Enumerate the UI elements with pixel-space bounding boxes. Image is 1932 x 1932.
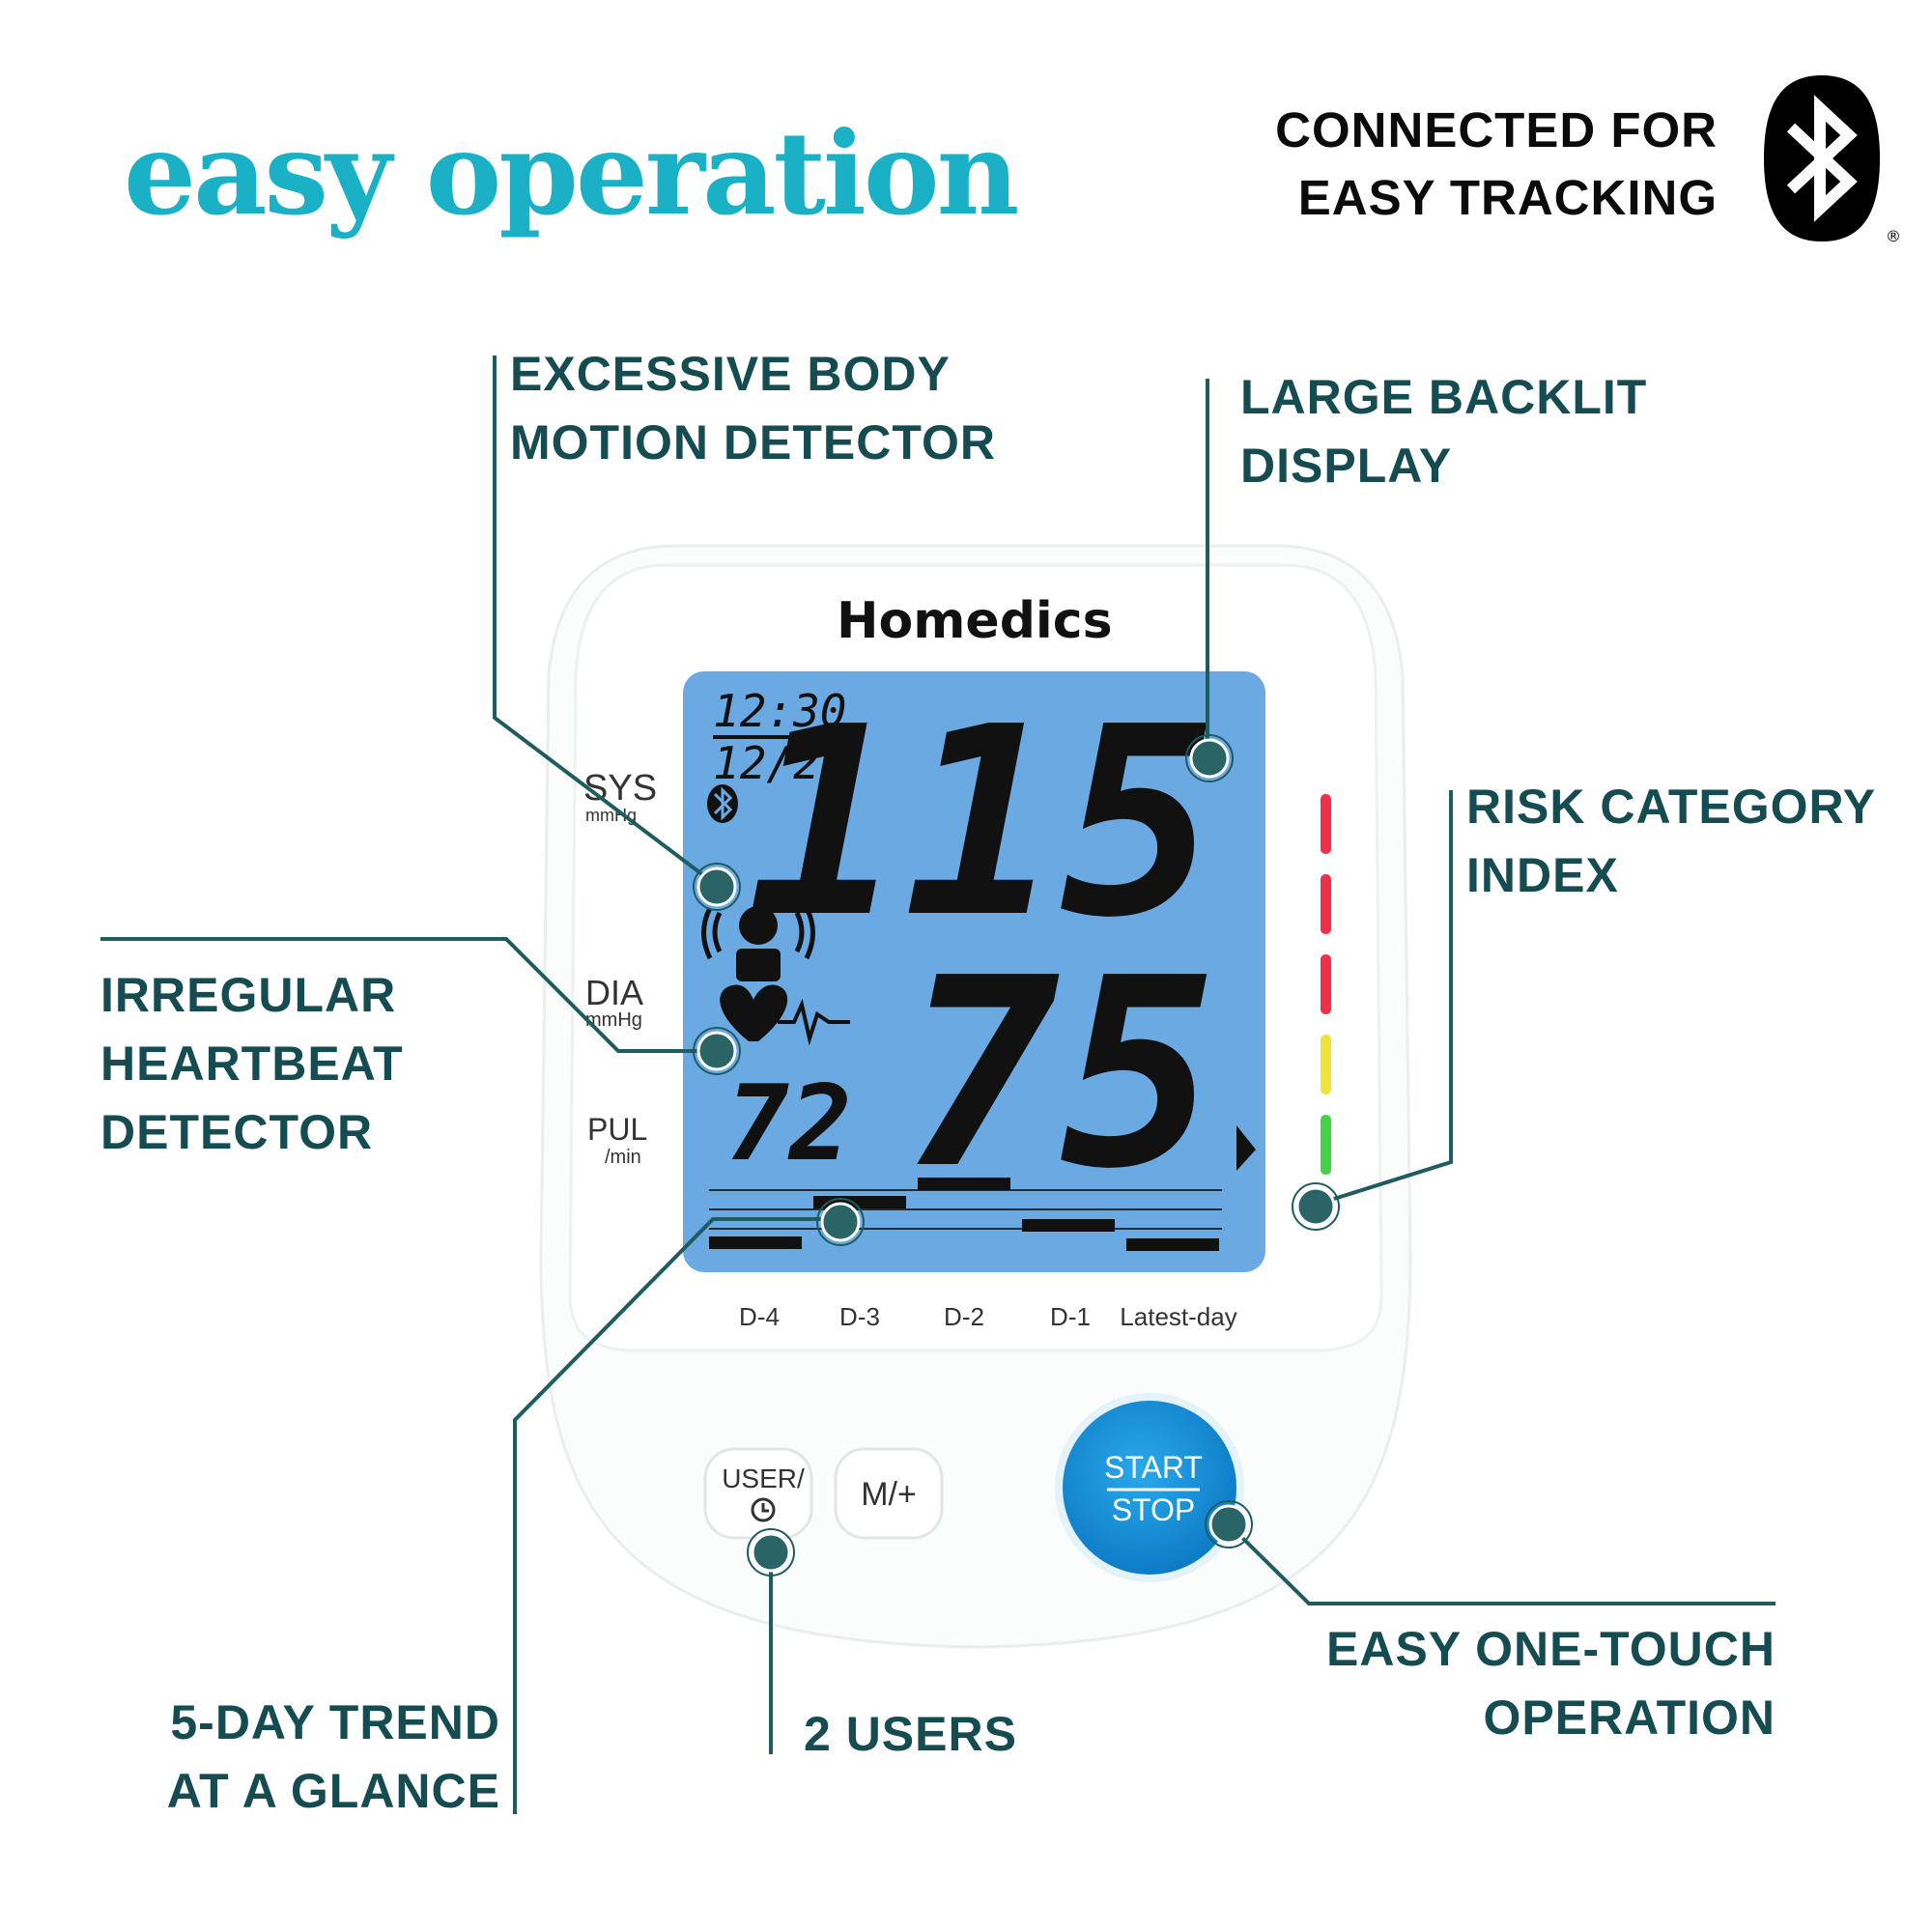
callout-trend-line1: 5-DAY TREND	[170, 1695, 500, 1749]
bluetooth-message: CONNECTED FOR EASY TRACKING	[1275, 97, 1718, 232]
headline: easy operation	[124, 106, 1019, 241]
lcd-screen	[683, 671, 1265, 1272]
lcd-bluetooth-icon	[707, 784, 738, 823]
start-stop-button[interactable]: START STOP	[1055, 1393, 1244, 1582]
trend-bar-d2	[918, 1178, 1010, 1190]
lcd-pulse: 72	[726, 1064, 852, 1184]
risk-bar-5	[1321, 1115, 1331, 1175]
user-button-label: USER/	[722, 1463, 805, 1493]
callout-backlit-line2: DISPLAY	[1240, 439, 1453, 493]
callout-users-line1: 2 USERS	[804, 1707, 1017, 1761]
registered-mark: ®	[1886, 227, 1901, 245]
bluetooth-line1: CONNECTED FOR	[1275, 102, 1718, 157]
callout-trend-line2: AT A GLANCE	[166, 1764, 500, 1818]
pul-unit: /min	[605, 1147, 641, 1168]
lcd-time: 12:30	[713, 685, 846, 737]
lcd-risk-pointer	[1236, 1125, 1256, 1171]
lcd-diastolic: 75	[903, 922, 1217, 1226]
memory-button[interactable]: M/+	[834, 1447, 944, 1540]
dia-label: DIA	[585, 973, 643, 1012]
start-label: START	[1104, 1450, 1203, 1485]
callout-one-touch: EASY ONE-TOUCH OPERATION	[1326, 1615, 1776, 1752]
callout-five-day-trend: 5-DAY TREND AT A GLANCE	[167, 1689, 500, 1826]
callout-heartbeat-line1: IRREGULAR	[100, 968, 397, 1022]
risk-bar-3	[1321, 954, 1331, 1014]
day-label-d3: D-3	[839, 1302, 880, 1331]
risk-bar-4	[1321, 1035, 1331, 1094]
bluetooth-line2: EASY TRACKING	[1297, 170, 1718, 225]
risk-bar-2	[1321, 874, 1331, 934]
callout-two-users: 2 USERS	[804, 1700, 1017, 1769]
day-label-d2: D-2	[944, 1302, 984, 1331]
sys-label: SYS	[583, 768, 657, 809]
callout-risk-index: RISK CATEGORY INDEX	[1466, 773, 1876, 910]
trend-bar-d4	[709, 1236, 802, 1249]
trend-bar-latest	[1126, 1238, 1219, 1251]
callout-onetouch-line2: OPERATION	[1483, 1690, 1776, 1745]
sys-unit: mmHg	[585, 806, 637, 825]
memory-button-label: M/+	[861, 1476, 917, 1513]
callout-heartbeat-line3: DETECTOR	[100, 1105, 374, 1159]
trend-bar-d1	[1022, 1219, 1115, 1232]
callout-backlit-display: LARGE BACKLIT DISPLAY	[1240, 363, 1647, 500]
lcd-date: 12/25	[713, 737, 846, 789]
day-label-latest: Latest-day	[1120, 1302, 1236, 1331]
user-button[interactable]: USER/	[703, 1447, 813, 1540]
callout-backlit-line1: LARGE BACKLIT	[1240, 370, 1648, 424]
bluetooth-icon: ®	[1764, 75, 1901, 245]
body-motion-icon	[701, 906, 815, 981]
callout-motion-line1: EXCESSIVE BODY	[510, 347, 951, 401]
stop-label: STOP	[1112, 1492, 1196, 1527]
risk-category-index	[1321, 794, 1331, 1175]
callout-onetouch-line1: EASY ONE-TOUCH	[1325, 1622, 1776, 1676]
day-label-d4: D-4	[739, 1302, 780, 1331]
callout-motion-line2: MOTION DETECTOR	[510, 415, 996, 469]
callout-risk-line1: RISK CATEGORY	[1466, 780, 1877, 834]
trend-bar-d3	[813, 1196, 906, 1208]
dia-unit: mmHg	[585, 1009, 642, 1031]
callout-risk-line2: INDEX	[1466, 848, 1619, 902]
callout-heartbeat-line2: HEARTBEAT	[100, 1037, 404, 1091]
brand-logo: Homedics	[837, 592, 1113, 650]
callout-motion-detector: EXCESSIVE BODY MOTION DETECTOR	[510, 340, 996, 477]
day-label-d1: D-1	[1050, 1302, 1091, 1331]
pul-label: PUL	[587, 1112, 647, 1147]
callout-heartbeat-detector: IRREGULAR HEARTBEAT DETECTOR	[100, 961, 404, 1167]
lcd-systolic: 115	[746, 670, 1217, 975]
risk-bar-1	[1321, 794, 1331, 854]
